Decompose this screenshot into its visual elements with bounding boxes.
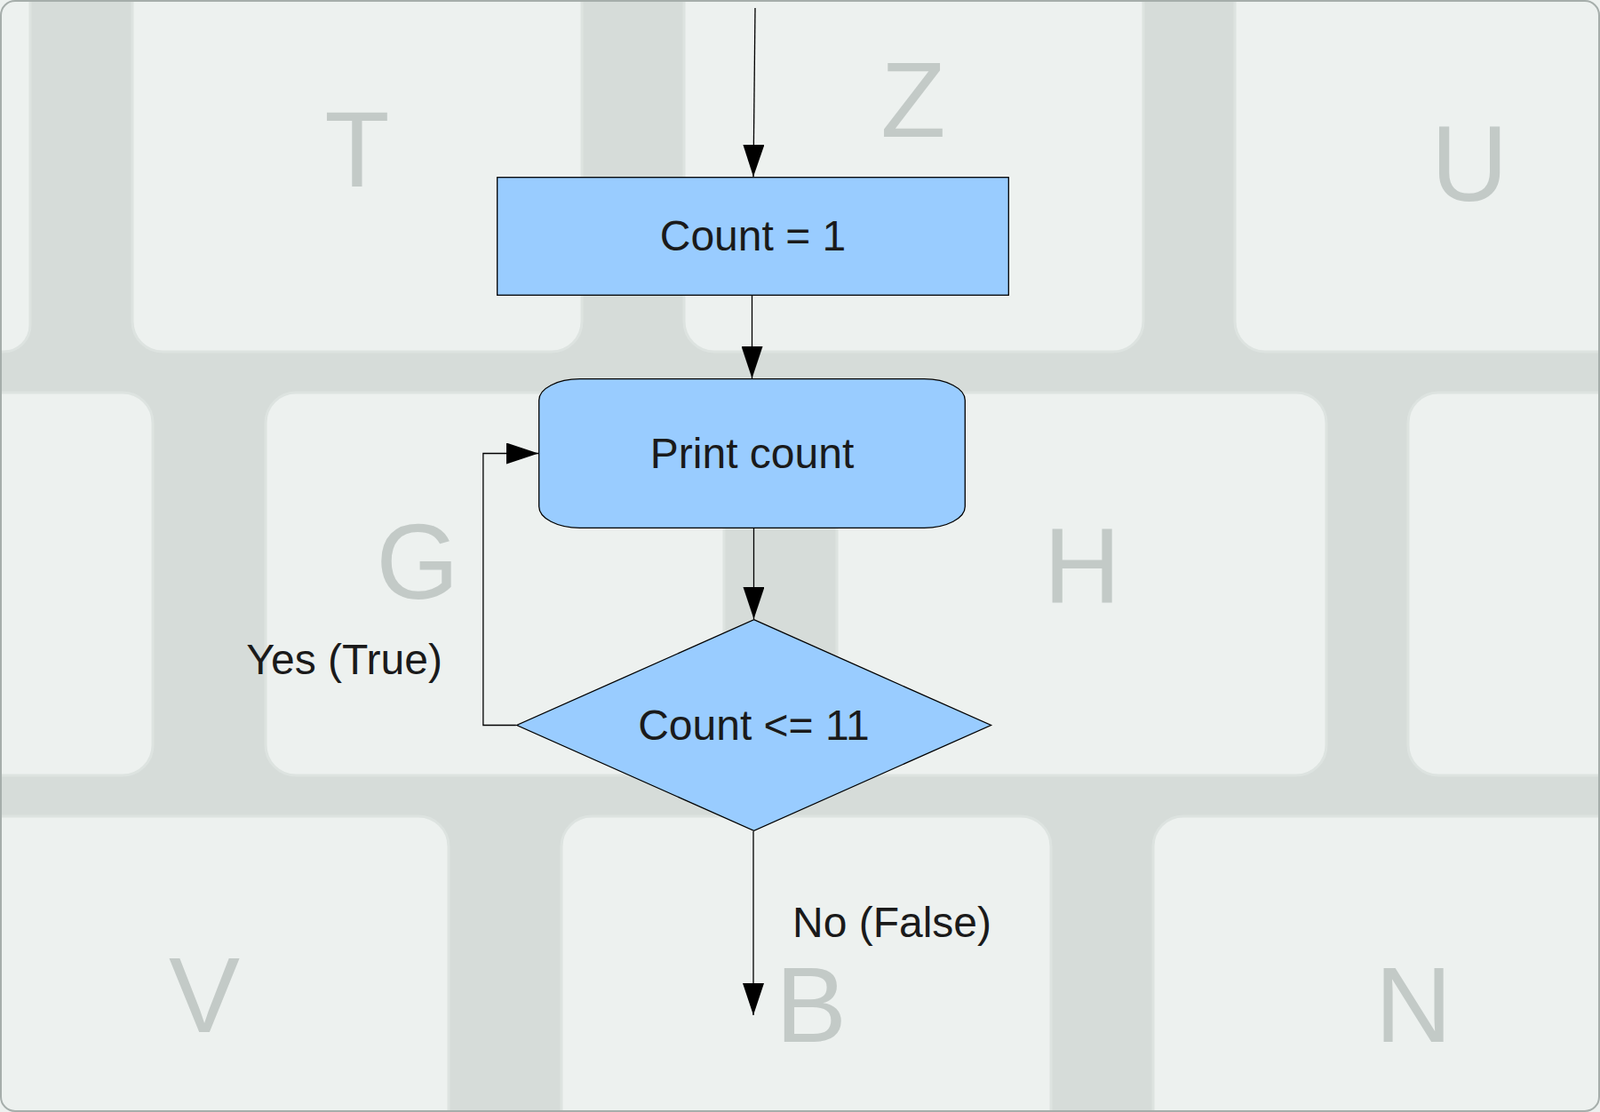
exit-arrow — [752, 831, 754, 1016]
key-letter: B — [775, 951, 847, 1059]
key-letter: V — [168, 941, 240, 1049]
node-label: Count <= 11 — [637, 700, 870, 750]
node-label: Count = 1 — [660, 211, 846, 261]
output-box: Print count — [538, 378, 966, 529]
key-letter: G — [375, 508, 459, 615]
node-text-group: Count <= 11 — [637, 700, 870, 750]
flow-arrow — [751, 295, 753, 379]
decision-diamond: Count <= 11 — [516, 619, 992, 832]
entry-arrow — [753, 7, 756, 177]
process-box: Count = 1 — [496, 176, 1010, 296]
node-text-group: Count = 1 — [660, 211, 846, 261]
node-text-group: Print count — [650, 429, 854, 478]
flow-arrow — [753, 528, 755, 620]
key-letter: Z — [880, 46, 946, 153]
branch-label: Yes (True) — [246, 635, 443, 685]
node-label: Print count — [650, 429, 854, 478]
key-letter: H — [1043, 512, 1122, 620]
flow-arrow — [483, 453, 539, 726]
key-letter: N — [1375, 951, 1453, 1059]
branch-label: No (False) — [792, 898, 992, 948]
key-letter: U — [1431, 110, 1509, 217]
key-letter: T — [324, 95, 390, 203]
